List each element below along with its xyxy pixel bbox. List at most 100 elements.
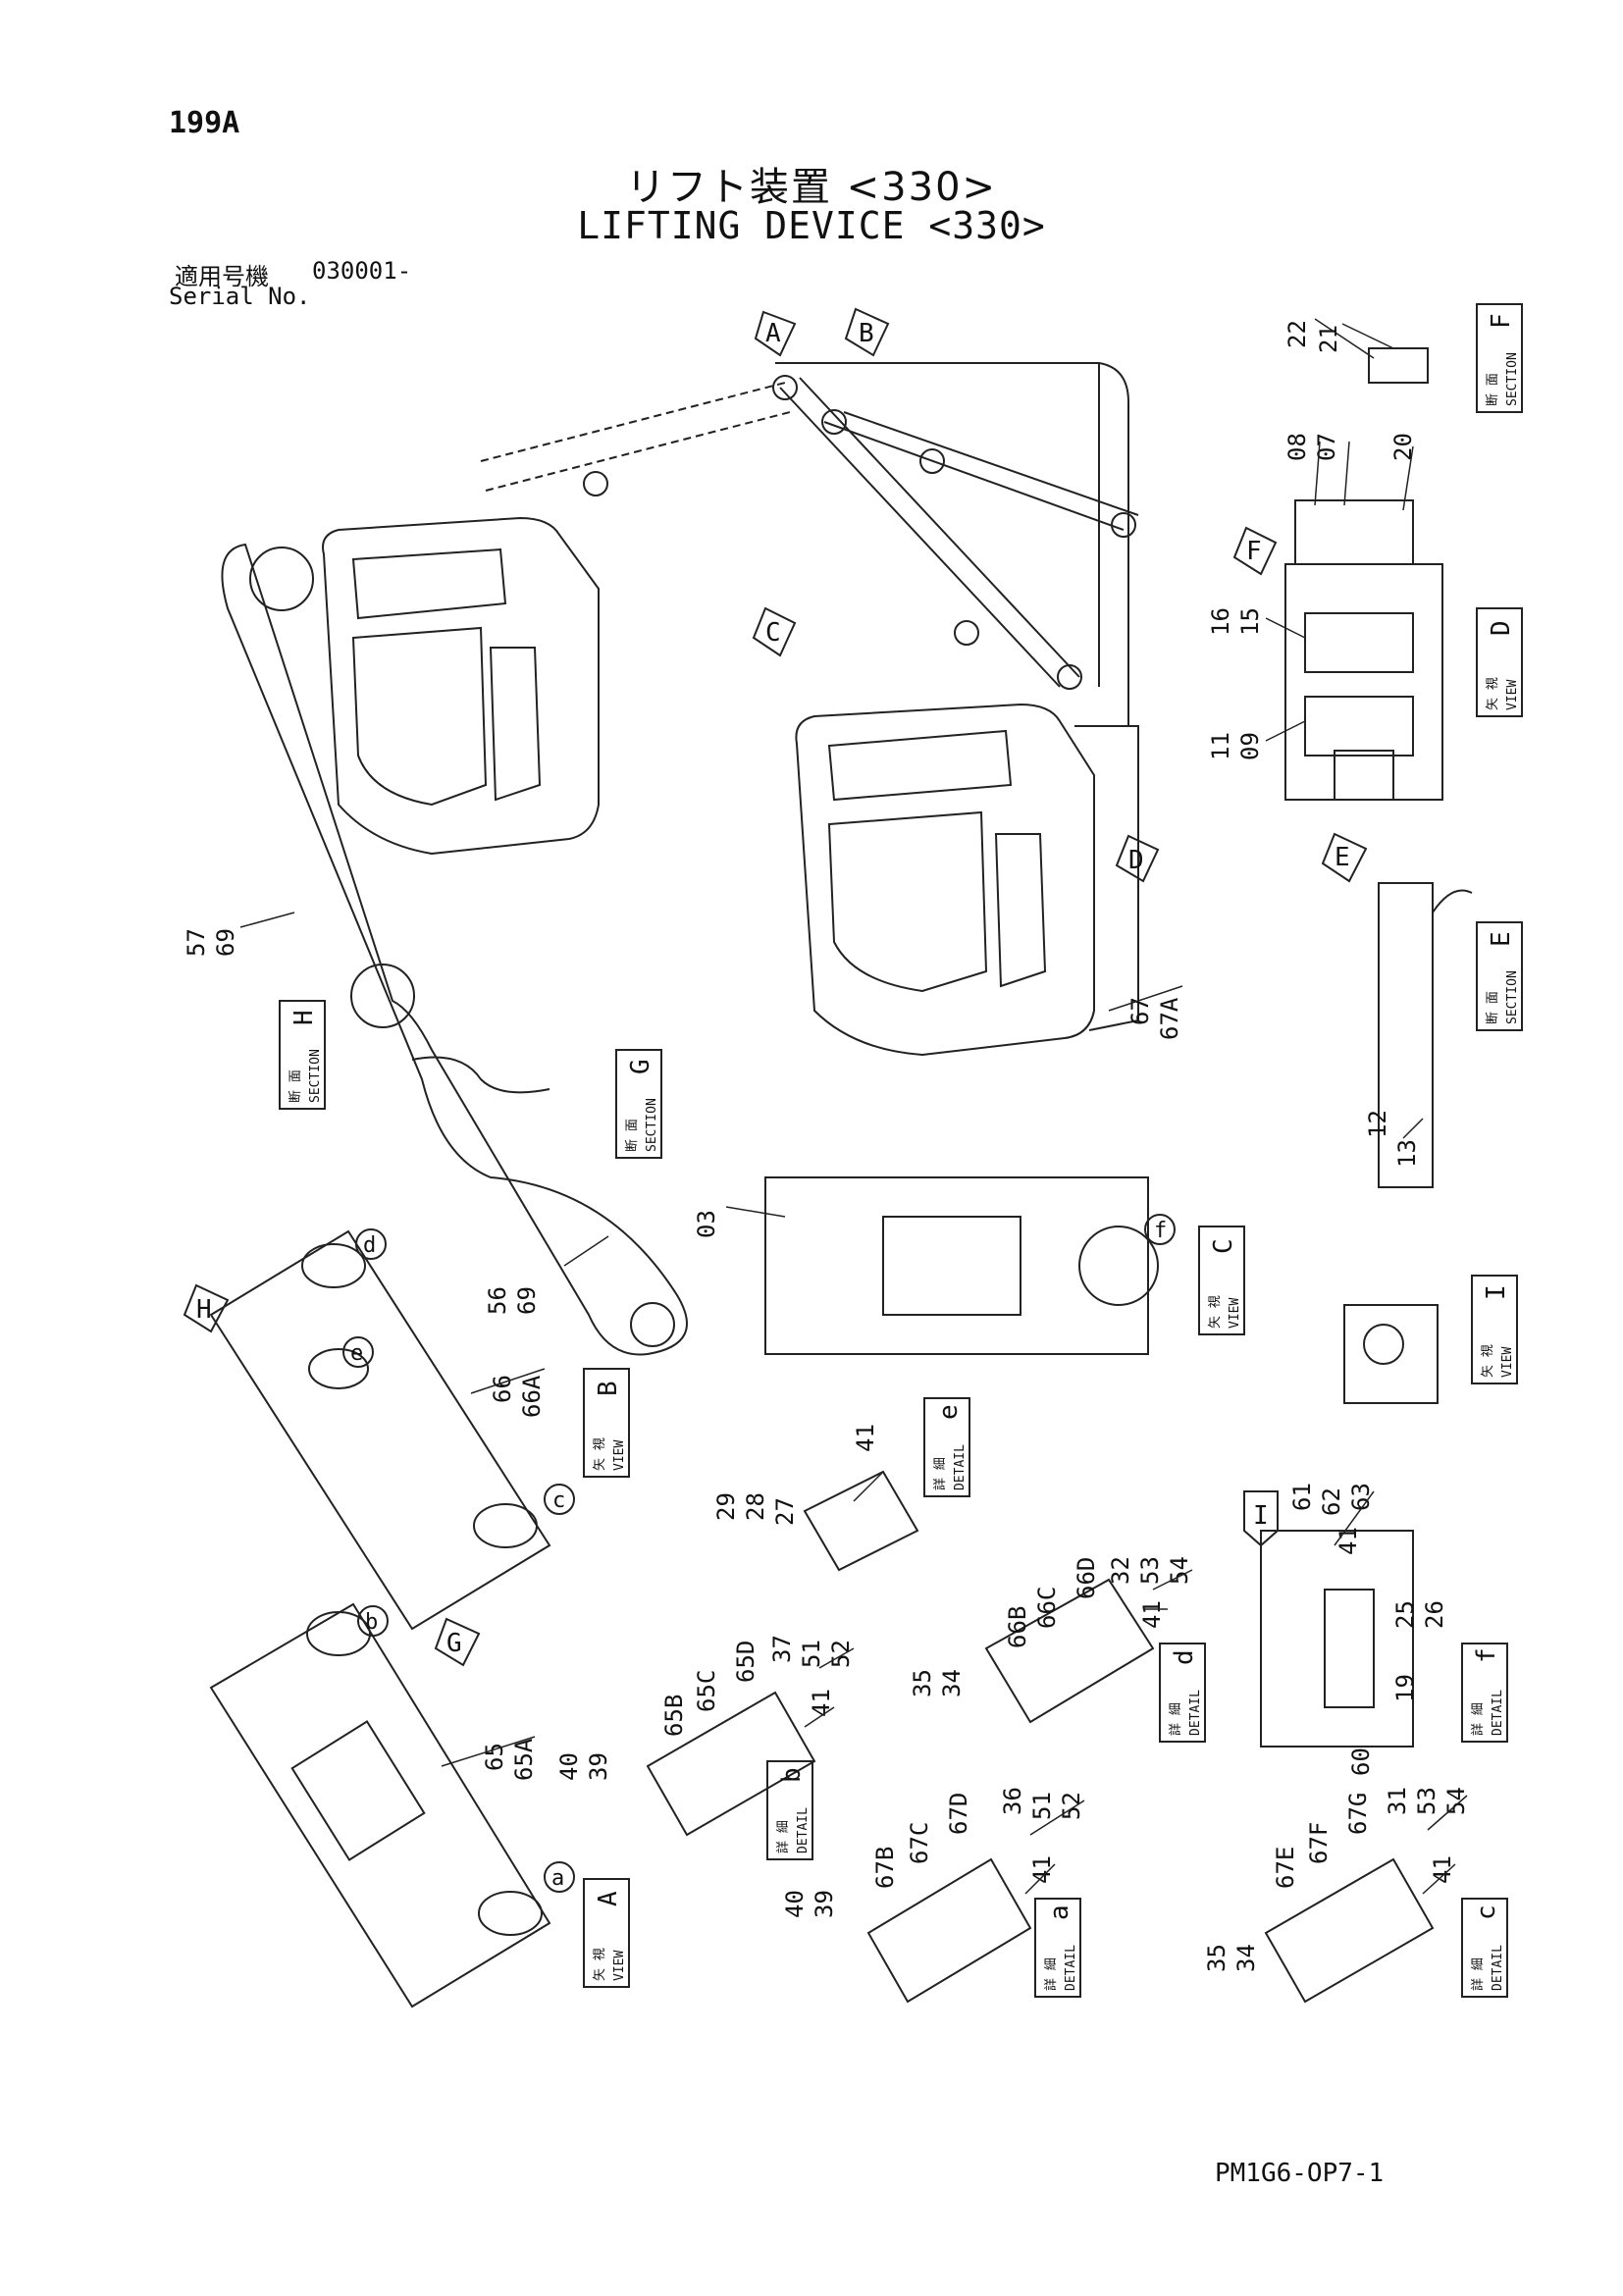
svg-text:詳 細: 詳 細 [1043,1957,1059,1991]
svg-text:VIEW: VIEW [612,1951,627,1981]
part-41-d: 41 [1138,1600,1166,1629]
tag-detail-b: 詳 細 DETAIL b [766,1760,813,1860]
part-62: 62 [1318,1487,1345,1516]
pivot-pin-5 [954,620,979,646]
part-56: 56 [484,1286,511,1315]
tag-detail-d: 詳 細 DETAIL d [1159,1643,1206,1743]
part-66A: 66A [518,1375,546,1418]
part-40-a: 40 [781,1890,809,1918]
callout-arrows: A B C D E F G H I [183,307,1368,1667]
detail-letter-d: d [363,1233,376,1258]
arrow-g-shape [434,1617,481,1667]
svg-text:断 面: 断 面 [288,1070,303,1103]
tag-section-g: 断 面 SECTION G [615,1049,662,1159]
detail-letter-a: a [551,1866,564,1891]
svg-text:詳 細: 詳 細 [1168,1702,1183,1736]
svg-text:断 面: 断 面 [625,1119,640,1152]
title-english: LIFTING DEVICE <330> [577,204,1046,247]
svg-text:I: I [1482,1284,1511,1300]
svg-text:SECTION: SECTION [1505,970,1520,1024]
pivot-pin-7 [583,471,608,496]
raised-cab-window-upper [351,548,507,620]
arrow-f-shape [1232,526,1278,576]
view-d-mid-panel [1304,612,1414,673]
part-21: 21 [1315,325,1342,353]
callout-g: G [446,1629,462,1658]
part-41-a: 41 [1028,1855,1056,1884]
part-29: 29 [712,1492,740,1521]
detail-c-marker [473,1503,538,1548]
svg-text:H: H [289,1010,319,1025]
page-number: 199A [169,106,240,140]
detail-letter-f: f [1154,1219,1167,1243]
view-a-assembly [209,1602,551,2009]
part-07: 07 [1313,433,1340,461]
arrow-h-shape [183,1283,230,1333]
tag-view-b: 矢 視 VIEW B [583,1368,630,1478]
part-12: 12 [1364,1110,1391,1138]
detail-e-marker [308,1348,369,1389]
svg-text:DETAIL: DETAIL [953,1444,968,1490]
part-39-a: 39 [811,1890,838,1918]
view-a-window [290,1720,426,1861]
part-25: 25 [1391,1600,1419,1629]
part-66C: 66C [1033,1587,1061,1629]
part-34-c: 34 [1232,1944,1260,1972]
serial-value: 030001- [312,257,412,285]
detail-letter-c: c [552,1488,565,1513]
part-67B: 67B [871,1847,899,1889]
part-35-c: 35 [1203,1944,1230,1972]
part-13: 13 [1393,1139,1421,1168]
svg-text:DETAIL: DETAIL [1064,1945,1078,1991]
home-cab-window-lower [827,810,988,993]
part-67: 67 [1126,997,1154,1025]
section-e-assembly [1378,882,1473,1188]
part-66D: 66D [1073,1557,1100,1599]
raised-cab-door [489,647,542,802]
svg-text:G: G [626,1059,655,1074]
pivot-pin-3 [919,448,945,474]
svg-text:VIEW: VIEW [612,1440,627,1471]
part-67D: 67D [945,1793,972,1835]
part-57: 57 [183,928,210,957]
tag-view-i: 矢 視 VIEW I [1471,1275,1518,1384]
svg-text:DETAIL: DETAIL [1491,1945,1505,1991]
part-numbers: 22 21 08 07 20 16 15 11 09 67 67A 12 13 … [183,320,1470,1972]
raised-cab-outline [322,516,600,856]
svg-text:c: c [1472,1905,1501,1920]
tag-detail-f: 詳 細 DETAIL f [1461,1643,1508,1743]
lift-arm-front [779,377,1080,688]
view-i-pin [1363,1324,1404,1365]
view-d-top-block [1294,499,1414,565]
svg-text:SECTION: SECTION [645,1098,659,1152]
part-52-b: 52 [827,1640,855,1668]
part-41-b: 41 [808,1689,835,1717]
svg-text:DETAIL: DETAIL [1188,1690,1203,1736]
tag-view-d: 矢 視 VIEW D [1476,607,1523,717]
svg-text:詳 細: 詳 細 [1470,1702,1486,1736]
svg-text:VIEW: VIEW [1228,1298,1242,1329]
part-67C: 67C [906,1822,933,1864]
arrow-i-shape [1243,1490,1279,1547]
view-a-frame [209,1602,551,2009]
detail-d-pin [984,1578,1155,1724]
svg-text:矢 視: 矢 視 [593,1437,607,1471]
detail-f-bracket [1260,1530,1414,1748]
link-eye-top [249,547,314,611]
link-bar-assembly [221,543,688,1356]
part-67E: 67E [1272,1847,1299,1889]
detail-e-pin [803,1470,919,1572]
home-cab-door [994,833,1047,988]
part-60: 60 [1347,1748,1375,1776]
view-c-assembly [764,1176,1159,1355]
lift-arm-top [480,382,791,492]
svg-text:F: F [1487,313,1516,329]
detail-pins [646,1470,1435,2004]
tag-detail-a: 詳 細 DETAIL a [1034,1898,1081,1998]
part-39-b: 39 [585,1752,612,1781]
svg-text:DETAIL: DETAIL [1491,1690,1505,1736]
detail-d-circle [355,1228,387,1260]
part-67G: 67G [1344,1793,1372,1835]
part-65D: 65D [732,1641,759,1683]
